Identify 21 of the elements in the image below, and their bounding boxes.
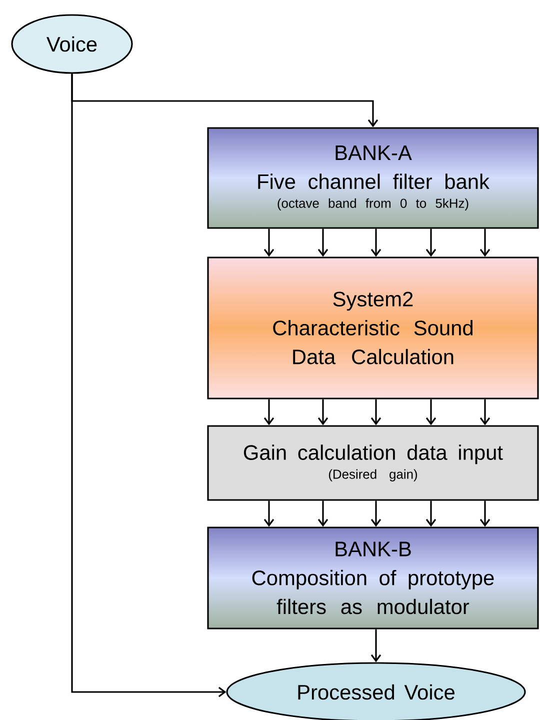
arrow: [318, 399, 328, 426]
arrow: [370, 629, 382, 662]
arrow: [264, 399, 274, 426]
arrow: [426, 399, 436, 426]
process-box: BANK-A Five channel filter bank (octave band from 0 to 5kHz): [207, 127, 539, 229]
process-box: BANK-B Composition of prototype filters as modulator: [207, 526, 539, 630]
arrow: [480, 228, 490, 257]
arrow: [480, 500, 490, 527]
arrow: [370, 399, 382, 426]
arrow: [370, 228, 382, 257]
arrow: [426, 228, 436, 257]
process-box: Gain calculation data input (Desired gain): [207, 425, 539, 501]
arrow: [264, 228, 274, 257]
process-box: System2 Characteristic Sound Data Calculation: [207, 256, 539, 400]
arrow: [480, 399, 490, 426]
arrow: [426, 500, 436, 527]
arrow: [318, 228, 328, 257]
arrow: [318, 500, 328, 527]
arrow: [370, 500, 382, 527]
arrow: [71, 74, 226, 698]
arrow: [264, 500, 274, 527]
